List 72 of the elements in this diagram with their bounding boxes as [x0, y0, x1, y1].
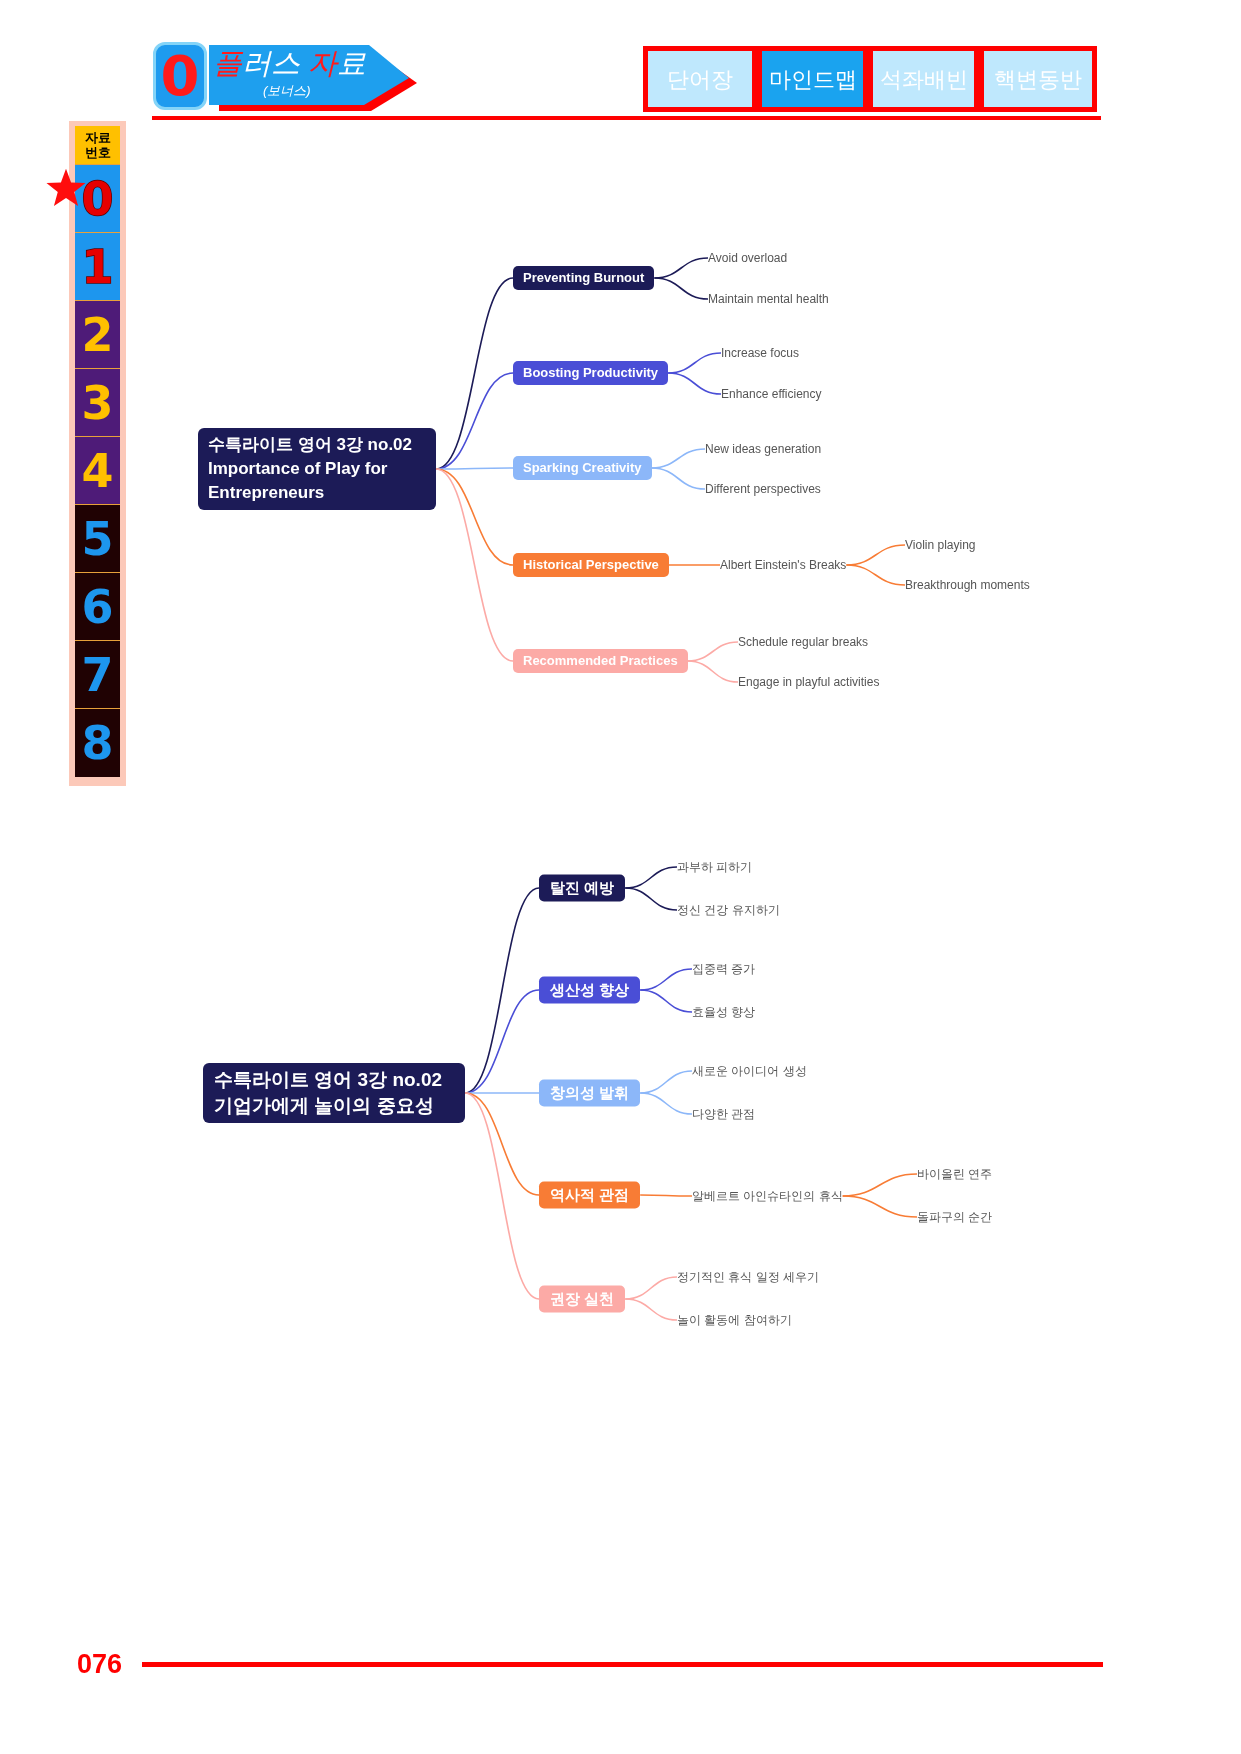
connector-line — [841, 1195, 918, 1218]
number-tab: 4 — [75, 436, 120, 505]
leaf-topic: 다양한 관점 — [692, 1106, 756, 1122]
leaf-topic: 과부하 피하기 — [677, 859, 753, 875]
connector-line — [464, 1092, 540, 1196]
leaf-topic: 집중력 증가 — [692, 961, 756, 977]
branch-topic: Recommended Practices — [513, 649, 688, 673]
leaf-topic: Maintain mental health — [708, 291, 829, 307]
topic-heading: 수특라이트 영어 3강 no.02 — [208, 434, 414, 456]
connector-line — [653, 277, 709, 300]
root-topic-box — [198, 428, 436, 510]
connector-line — [624, 887, 678, 911]
sidebar-heading: 자료 번호 — [75, 126, 120, 164]
connector-line — [845, 564, 906, 586]
number-tab: 5 — [75, 504, 120, 573]
leaf-topic: Schedule regular breaks — [738, 634, 869, 650]
branch-topic: 생산성 향상 — [539, 976, 641, 1004]
leaf-topic: 새로운 아이디어 생성 — [692, 1063, 807, 1079]
leaf-topic: Enhance efficiency — [721, 386, 822, 402]
leaf-topic: Engage in playful activities — [738, 674, 880, 690]
branch-topic: Sparking Creativity — [513, 456, 652, 480]
number-tab: 3 — [75, 368, 120, 437]
leaf-topic: 효율성 향상 — [692, 1004, 756, 1020]
leaf-topic: 돌파구의 순간 — [917, 1209, 993, 1225]
topic-subtitle: Importance of Play for Entrepreneurs — [208, 458, 389, 504]
leaf-topic: 정신 건강 유지하기 — [677, 902, 780, 918]
number-tab: 1 — [75, 232, 120, 301]
connector-line — [435, 468, 514, 662]
leaf-topic: Increase focus — [721, 345, 800, 361]
nav-tab: 단어장 — [643, 46, 757, 112]
connector-line — [464, 1092, 540, 1300]
leaf-topic: 놀이 활동에 참여하기 — [677, 1312, 792, 1328]
connector-line — [686, 660, 739, 683]
number-tab: 0 — [75, 164, 120, 233]
leaf-topic: Avoid overload — [708, 250, 788, 266]
banner-subtitle: (보너스) — [263, 83, 311, 99]
connector-line — [639, 1194, 693, 1197]
branch-topic: 탈진 예방 — [539, 874, 626, 902]
branch-topic: Boosting Productivity — [513, 361, 669, 385]
connector-line — [667, 372, 722, 395]
leaf-topic: 알베르트 아인슈타인의 휴식 — [692, 1188, 843, 1204]
number-tab: 7 — [75, 640, 120, 709]
branch-topic: Historical Perspective — [513, 553, 669, 577]
banner-title: 플러스 자료 — [213, 46, 367, 80]
number-tab: 2 — [75, 300, 120, 369]
branch-topic: Preventing Burnout — [513, 266, 655, 290]
leaf-topic: 바이올린 연주 — [917, 1166, 993, 1182]
leaf-topic: Breakthrough moments — [905, 577, 1030, 593]
page-number: 076 — [77, 1648, 123, 1680]
root-topic-box — [203, 1063, 465, 1123]
topic-subtitle: 기업가에게 놀이의 중요성 — [214, 1094, 435, 1118]
connector-line — [668, 564, 721, 566]
nav-tab: 마인드맵 — [757, 46, 868, 112]
connector-line — [435, 468, 514, 566]
number-tab: 6 — [75, 572, 120, 641]
number-tab: 8 — [75, 708, 120, 777]
topic-heading: 수특라이트 영어 3강 no.02 — [214, 1068, 444, 1092]
number-badge: 0 — [153, 42, 207, 110]
connector-line — [639, 1092, 693, 1115]
connector-line — [624, 1298, 678, 1321]
leaf-topic: New ideas generation — [705, 441, 822, 457]
connector-line — [650, 467, 706, 490]
nav-tab: 석좌배빈 — [868, 46, 979, 112]
leaf-topic: Violin playing — [905, 537, 976, 553]
branch-topic: 권장 실천 — [539, 1285, 626, 1313]
branch-topic: 창의성 발휘 — [539, 1079, 641, 1107]
leaf-topic: Different perspectives — [705, 481, 821, 497]
leaf-topic: Albert Einstein's Breaks — [720, 557, 847, 573]
branch-topic: 역사적 관점 — [539, 1181, 641, 1209]
leaf-topic: 정기적인 휴식 일정 세우기 — [677, 1269, 819, 1285]
connector-line — [639, 989, 693, 1013]
nav-tab: 핵변동반 — [979, 46, 1097, 112]
